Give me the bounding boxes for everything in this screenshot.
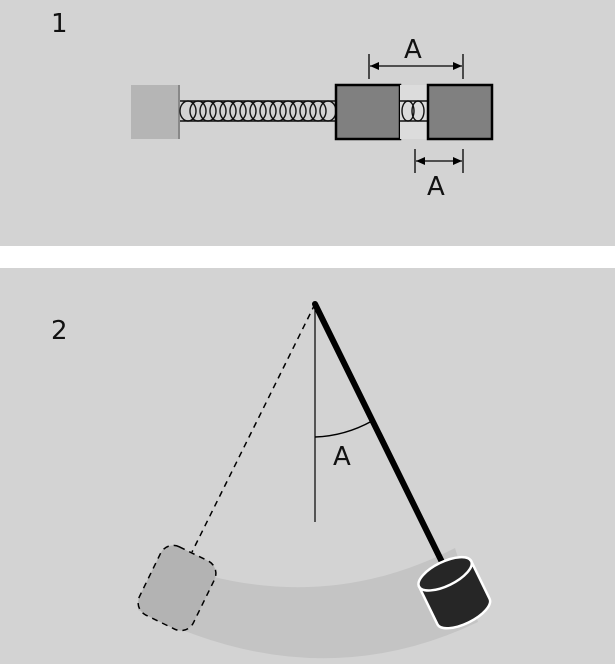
compressed-spring bbox=[179, 100, 337, 122]
spring-mass-panel bbox=[0, 0, 615, 246]
amplitude-label-top: A bbox=[404, 35, 422, 65]
panel-1-number: 1 bbox=[51, 9, 68, 39]
ghost-string bbox=[191, 303, 316, 553]
amplitude-dimension-top bbox=[368, 54, 464, 79]
panel-2-number: 2 bbox=[51, 316, 68, 346]
swing-path bbox=[138, 548, 478, 659]
mass-extended bbox=[426, 83, 494, 141]
stretched-spring bbox=[400, 100, 428, 122]
angle-arc bbox=[314, 420, 373, 438]
ghost-bob bbox=[137, 544, 217, 632]
pendulum-bob bbox=[417, 555, 492, 630]
amplitude-label-bottom: A bbox=[427, 172, 445, 202]
pendulum-rod bbox=[312, 301, 445, 565]
amplitude-dimension-bottom bbox=[414, 149, 464, 173]
angle-label: A bbox=[333, 442, 351, 472]
wall-block bbox=[131, 85, 179, 139]
mass-compressed bbox=[334, 83, 402, 141]
